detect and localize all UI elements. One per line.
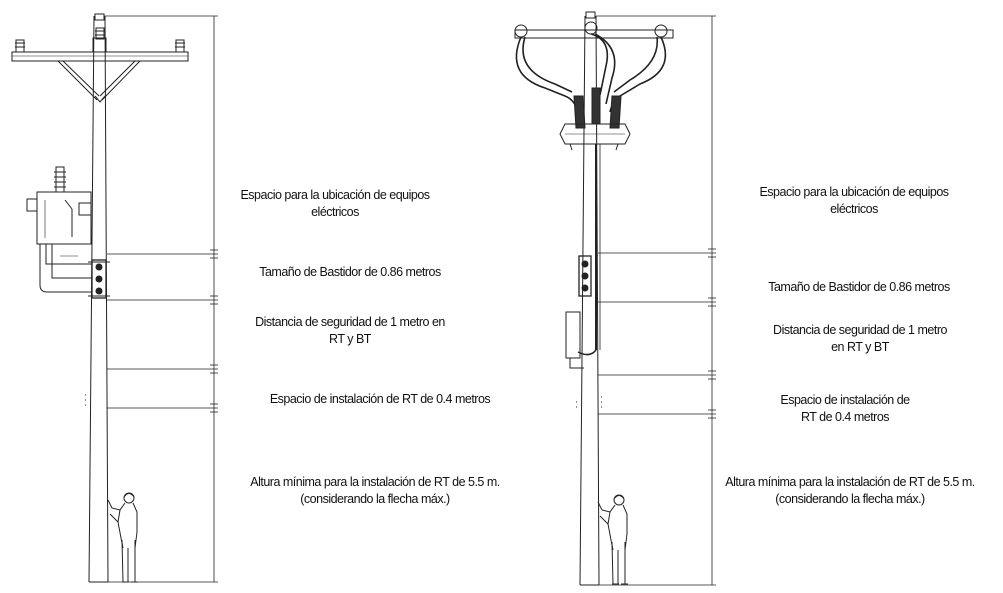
right-label-rack-size-line1: Tamaño de Bastidor de 0.86 metros	[768, 280, 950, 294]
left-label-rack-size: Tamaño de Bastidor de 0.86 metros	[245, 264, 455, 281]
left-label-safety-distance-line1: Distancia de seguridad de 1 metro en	[255, 315, 445, 329]
right-label-equipment-space-line2: eléctricos	[830, 202, 878, 216]
left-label-equipment-space-line1: Espacio para la ubicación de equipos	[240, 188, 430, 202]
right-label-rt-install-space-line2: RT de 0.4 metros	[800, 410, 890, 424]
right-bracket-box	[559, 123, 631, 356]
right-cables	[515, 33, 667, 113]
right-label-rt-install-space-line1: Espacio de instalación de	[780, 393, 910, 407]
right-label-rt-install-space: Espacio de instalación de RT de 0.4 metr…	[735, 392, 955, 426]
right-worker-figure	[597, 494, 628, 585]
left-crossarm	[11, 51, 189, 103]
left-insulators	[15, 27, 185, 53]
left-label-rt-install-space-line1: Espacio de instalación de RT de 0.4 metr…	[269, 392, 491, 406]
left-label-min-height: Altura mínima para la instalación de RT …	[225, 474, 525, 508]
right-cutouts-arresters	[573, 87, 622, 129]
left-label-rack-size-line1: Tamaño de Bastidor de 0.86 metros	[259, 265, 441, 279]
right-rack	[578, 255, 592, 297]
left-label-min-height-line1: Altura mínima para la instalación de RT …	[250, 475, 500, 489]
left-rack	[88, 259, 110, 299]
right-meter-box	[565, 311, 584, 369]
left-worker-figure	[107, 492, 138, 583]
right-label-safety-distance-line1: Distancia de seguridad de 1 metro	[773, 323, 947, 337]
right-rt-brackets	[576, 396, 602, 408]
left-dimension-lines	[104, 15, 218, 583]
left-label-safety-distance-line2: RT y BT	[329, 332, 371, 346]
left-label-rt-install-space: Espacio de instalación de RT de 0.4 metr…	[240, 391, 520, 408]
left-label-safety-distance: Distancia de seguridad de 1 metro en RT …	[245, 314, 455, 348]
right-label-min-height-line2: (considerando la flecha máx.)	[775, 492, 925, 506]
right-dimension-lines	[596, 15, 716, 586]
right-label-safety-distance-line2: en RT y BT	[831, 340, 889, 354]
right-label-equipment-space-line1: Espacio para la ubicación de equipos	[759, 185, 949, 199]
left-transformer	[26, 166, 92, 293]
right-label-safety-distance: Distancia de seguridad de 1 metro en RT …	[740, 322, 980, 356]
left-rt-brackets	[85, 394, 86, 406]
right-label-rack-size: Tamaño de Bastidor de 0.86 metros	[744, 279, 974, 296]
left-label-equipment-space: Espacio para la ubicación de equipos elé…	[225, 187, 445, 221]
right-label-min-height: Altura mínima para la instalación de RT …	[700, 474, 1000, 508]
right-label-min-height-line1: Altura mínima para la instalación de RT …	[725, 475, 975, 489]
right-label-equipment-space: Espacio para la ubicación de equipos elé…	[734, 184, 974, 218]
left-label-min-height-line2: (considerando la flecha máx.)	[300, 492, 450, 506]
left-label-equipment-space-line2: eléctricos	[311, 205, 359, 219]
